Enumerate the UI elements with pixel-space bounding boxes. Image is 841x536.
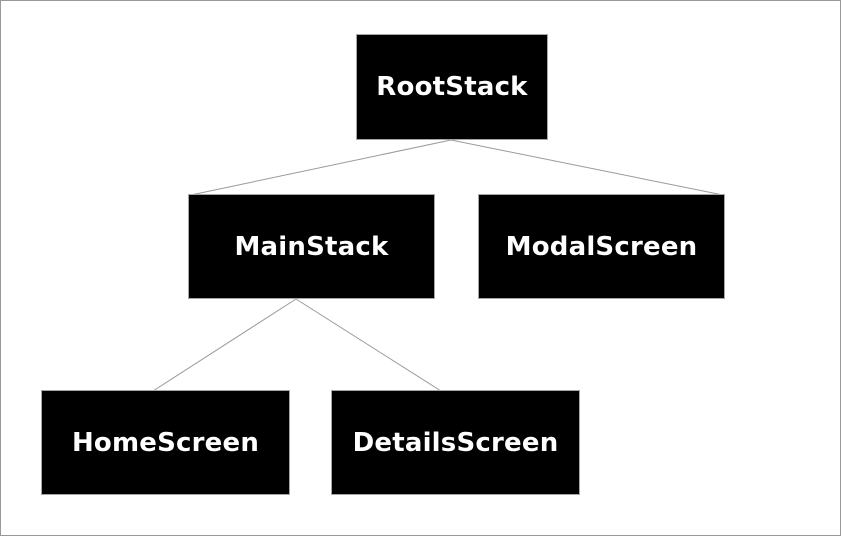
edge-root-main [190, 139, 452, 196]
node-details-screen[interactable]: DetailsScreen [331, 390, 580, 495]
node-main-stack[interactable]: MainStack [188, 194, 435, 299]
node-label-modal-screen: ModalScreen [505, 231, 698, 262]
node-modal-screen[interactable]: ModalScreen [478, 194, 725, 299]
node-label-root-stack: RootStack [376, 72, 528, 102]
edge-main-home [152, 298, 297, 392]
node-home-screen[interactable]: HomeScreen [41, 390, 290, 495]
node-label-home-screen: HomeScreen [71, 427, 260, 458]
edge-main-details [295, 298, 442, 392]
node-label-details-screen: DetailsScreen [352, 427, 559, 458]
node-root-stack[interactable]: RootStack [356, 34, 548, 140]
edge-root-modal [450, 139, 724, 196]
node-label-main-stack: MainStack [234, 231, 389, 262]
